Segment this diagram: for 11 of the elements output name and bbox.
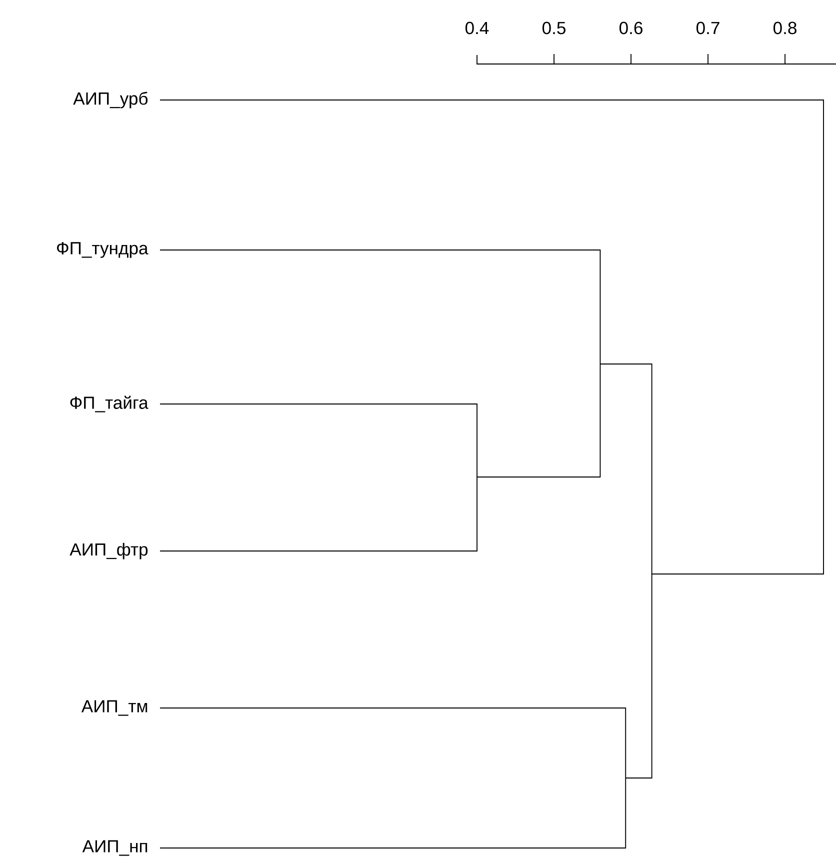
tick-label: 0.5 (542, 22, 566, 34)
tick-label: 0.8 (773, 22, 796, 34)
tick-label: 0.4 (465, 22, 489, 34)
leaf-label: ФП_тайга (70, 396, 148, 412)
leaf-label: АИП_нп (82, 840, 148, 856)
tick-label: 0.6 (619, 22, 642, 34)
leaf-label: ФП_тундра (57, 242, 148, 258)
tick-label: 0.7 (696, 22, 720, 34)
leaf-label: АИП_тм (81, 700, 148, 716)
leaf-label: АИП_фтр (70, 542, 148, 560)
leaf-label: АИП_урб (73, 92, 148, 108)
